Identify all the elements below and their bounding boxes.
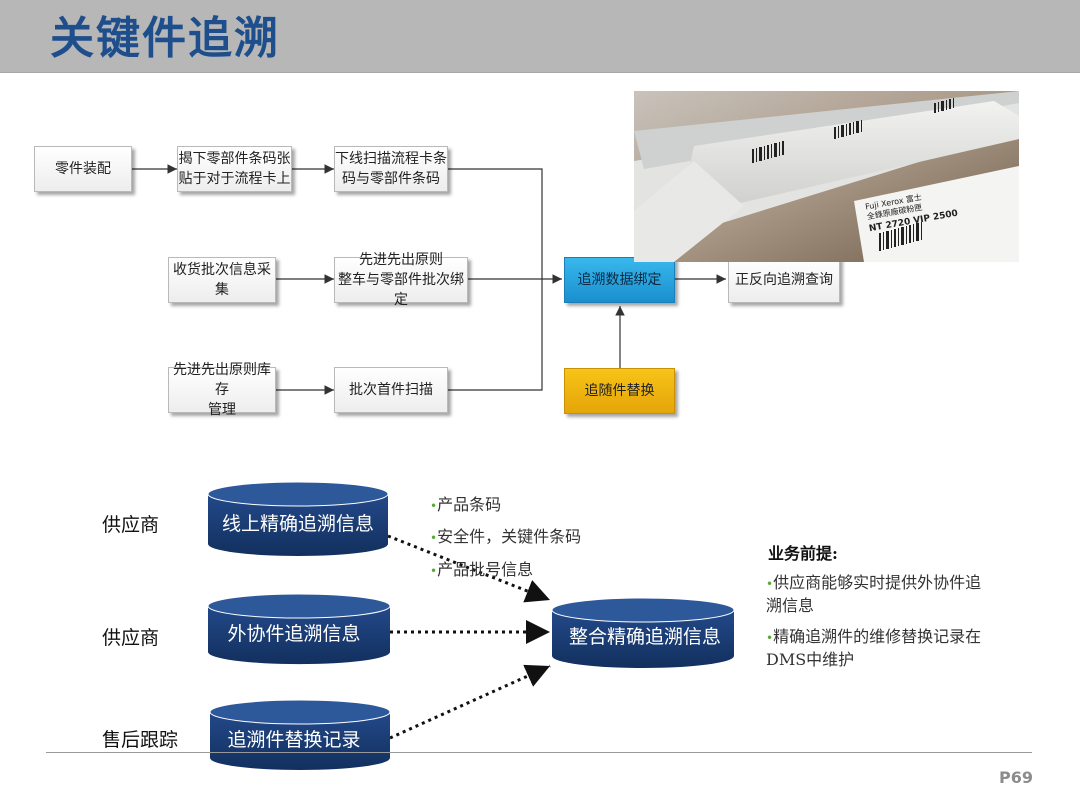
flow-step-trace-query: 正反向追溯查询 <box>728 257 840 303</box>
db-replacement-records-label: 追溯件替换记录 <box>227 729 360 751</box>
flow-step-fifo-bind: 先进先出原则 整车与零部件批次绑定 <box>334 252 468 308</box>
premise-item-2: •精确追溯件的维修替换记录在DMS中维护 <box>766 627 982 669</box>
flow-step-fifo-inventory: 先进先出原则库存 管理 <box>168 362 276 418</box>
flow-step-offline-scan: 下线扫描流程卡条 码与零部件条码 <box>334 146 448 192</box>
db-online-trace: 线上精确追溯信息 <box>207 481 389 556</box>
title-bar: 关键件追溯 <box>0 0 1080 73</box>
bullet-product-barcode: •产品条码 <box>430 495 502 514</box>
premise-title: 业务前提: <box>768 544 838 563</box>
flow-step-batch-collect: 收货批次信息采集 <box>168 257 276 303</box>
flow-step-part-replace: 追随件替换 <box>564 368 675 414</box>
db-outsourced-trace-label: 外协件追溯信息 <box>227 623 360 645</box>
flow-step-trace-bind: 追溯数据绑定 <box>564 257 675 303</box>
premise-item-1: •供应商能够实时提供外协件追溯信息 <box>766 573 982 615</box>
page-title: 关键件追溯 <box>50 13 280 64</box>
flow-step-first-scan: 批次首件扫描 <box>334 367 448 413</box>
db-online-trace-label: 线上精确追溯信息 <box>222 513 374 535</box>
bullet-batch-info: •产品批号信息 <box>430 560 534 579</box>
source-label-supplier-2: 供应商 <box>102 627 160 649</box>
flow-step-peel-barcode: 揭下零部件条码张 贴于对于流程卡上 <box>177 146 292 192</box>
source-label-supplier-1: 供应商 <box>102 514 160 536</box>
footer-divider <box>46 752 1032 753</box>
db-integrated-trace: 整合精确追溯信息 <box>551 597 735 668</box>
db-integrated-trace-label: 整合精确追溯信息 <box>569 626 721 648</box>
db-outsourced-trace: 外协件追溯信息 <box>207 593 391 665</box>
source-label-aftersales: 售后跟踪 <box>102 729 179 751</box>
flow-step-part-assembly: 零件装配 <box>34 146 132 192</box>
db-replacement-records: 追溯件替换记录 <box>209 699 391 770</box>
bullet-safety-key-barcode: •安全件，关键件条码 <box>430 527 582 546</box>
page-number: P69 <box>999 768 1033 787</box>
barcode-label-illustration: Fuji Xerox 富士 全錄原廠碳粉匣 NT 2720 VIP 2500 <box>634 91 1019 262</box>
barcode-label-photo: Fuji Xerox 富士 全錄原廠碳粉匣 NT 2720 VIP 2500 <box>634 91 1019 262</box>
